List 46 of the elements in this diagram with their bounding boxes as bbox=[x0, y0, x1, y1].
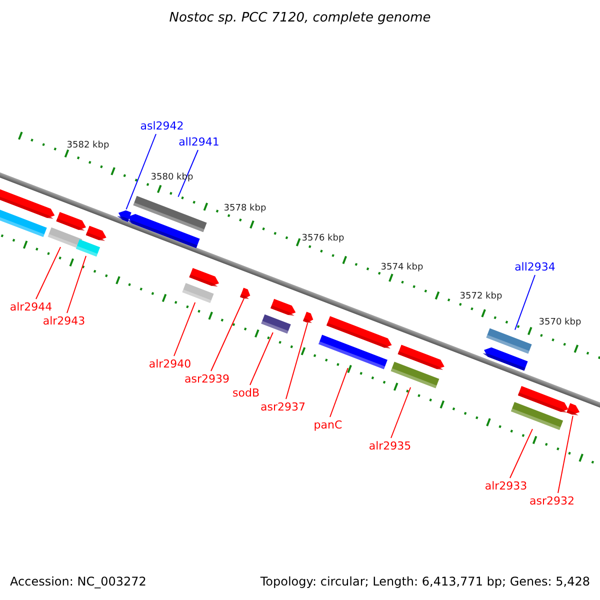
gene-label: all2941 bbox=[178, 136, 220, 148]
gene-block bbox=[240, 288, 250, 299]
leader-line bbox=[126, 134, 156, 210]
scale-label: 3578 kbp bbox=[224, 202, 266, 216]
gene-block bbox=[261, 298, 296, 334]
scale-label: 3576 kbp bbox=[302, 232, 344, 246]
leader-line bbox=[390, 386, 412, 438]
leader-line bbox=[286, 322, 308, 400]
gene-block bbox=[76, 226, 106, 257]
leader-line bbox=[66, 255, 87, 314]
leader-line bbox=[558, 415, 574, 494]
gene-block bbox=[566, 403, 580, 416]
gene-block bbox=[390, 344, 444, 388]
leader-line bbox=[250, 332, 274, 386]
diagram-title: Nostoc sp. PCC 7120, complete genome bbox=[169, 12, 431, 24]
gene-block bbox=[48, 212, 86, 249]
scale-label: 3572 kbp bbox=[460, 290, 502, 304]
gene-block bbox=[318, 316, 392, 370]
gene-label: sodB bbox=[232, 386, 260, 400]
gene-label: asr2939 bbox=[184, 372, 230, 386]
gene-label: asr2932 bbox=[530, 494, 574, 508]
gene-label: panC bbox=[314, 418, 342, 432]
gene-label: all2934 bbox=[514, 260, 556, 274]
gene-block bbox=[482, 328, 532, 371]
accession-text: Accession: NC_003272 bbox=[10, 576, 146, 588]
gene-block bbox=[303, 312, 314, 323]
scale-label: 3574 kbp bbox=[380, 262, 424, 274]
gene-block bbox=[182, 268, 219, 304]
leader-line bbox=[514, 274, 536, 330]
genome-info-text: Topology: circular; Length: 6,413,771 bp; Genes: 5,428 bbox=[260, 576, 590, 588]
gene-label: alr2933 bbox=[484, 480, 528, 492]
gene-label: alr2943 bbox=[42, 314, 86, 328]
gene-label: alr2935 bbox=[368, 440, 412, 452]
gene-block bbox=[510, 386, 568, 430]
scale-label: 3570 kbp bbox=[538, 316, 582, 330]
gene-label: asr2937 bbox=[260, 400, 306, 414]
leader-line bbox=[330, 368, 348, 418]
leader-line bbox=[178, 150, 198, 198]
gene-label: asl2942 bbox=[140, 120, 184, 132]
leader-line bbox=[510, 428, 533, 478]
gene-block bbox=[126, 196, 207, 248]
gene-label: alr2940 bbox=[148, 358, 192, 370]
leader-line bbox=[174, 302, 196, 356]
leader-line bbox=[210, 298, 244, 372]
scale-label: 3582 kbp bbox=[66, 140, 110, 152]
gene-label: alr2944 bbox=[10, 300, 52, 314]
